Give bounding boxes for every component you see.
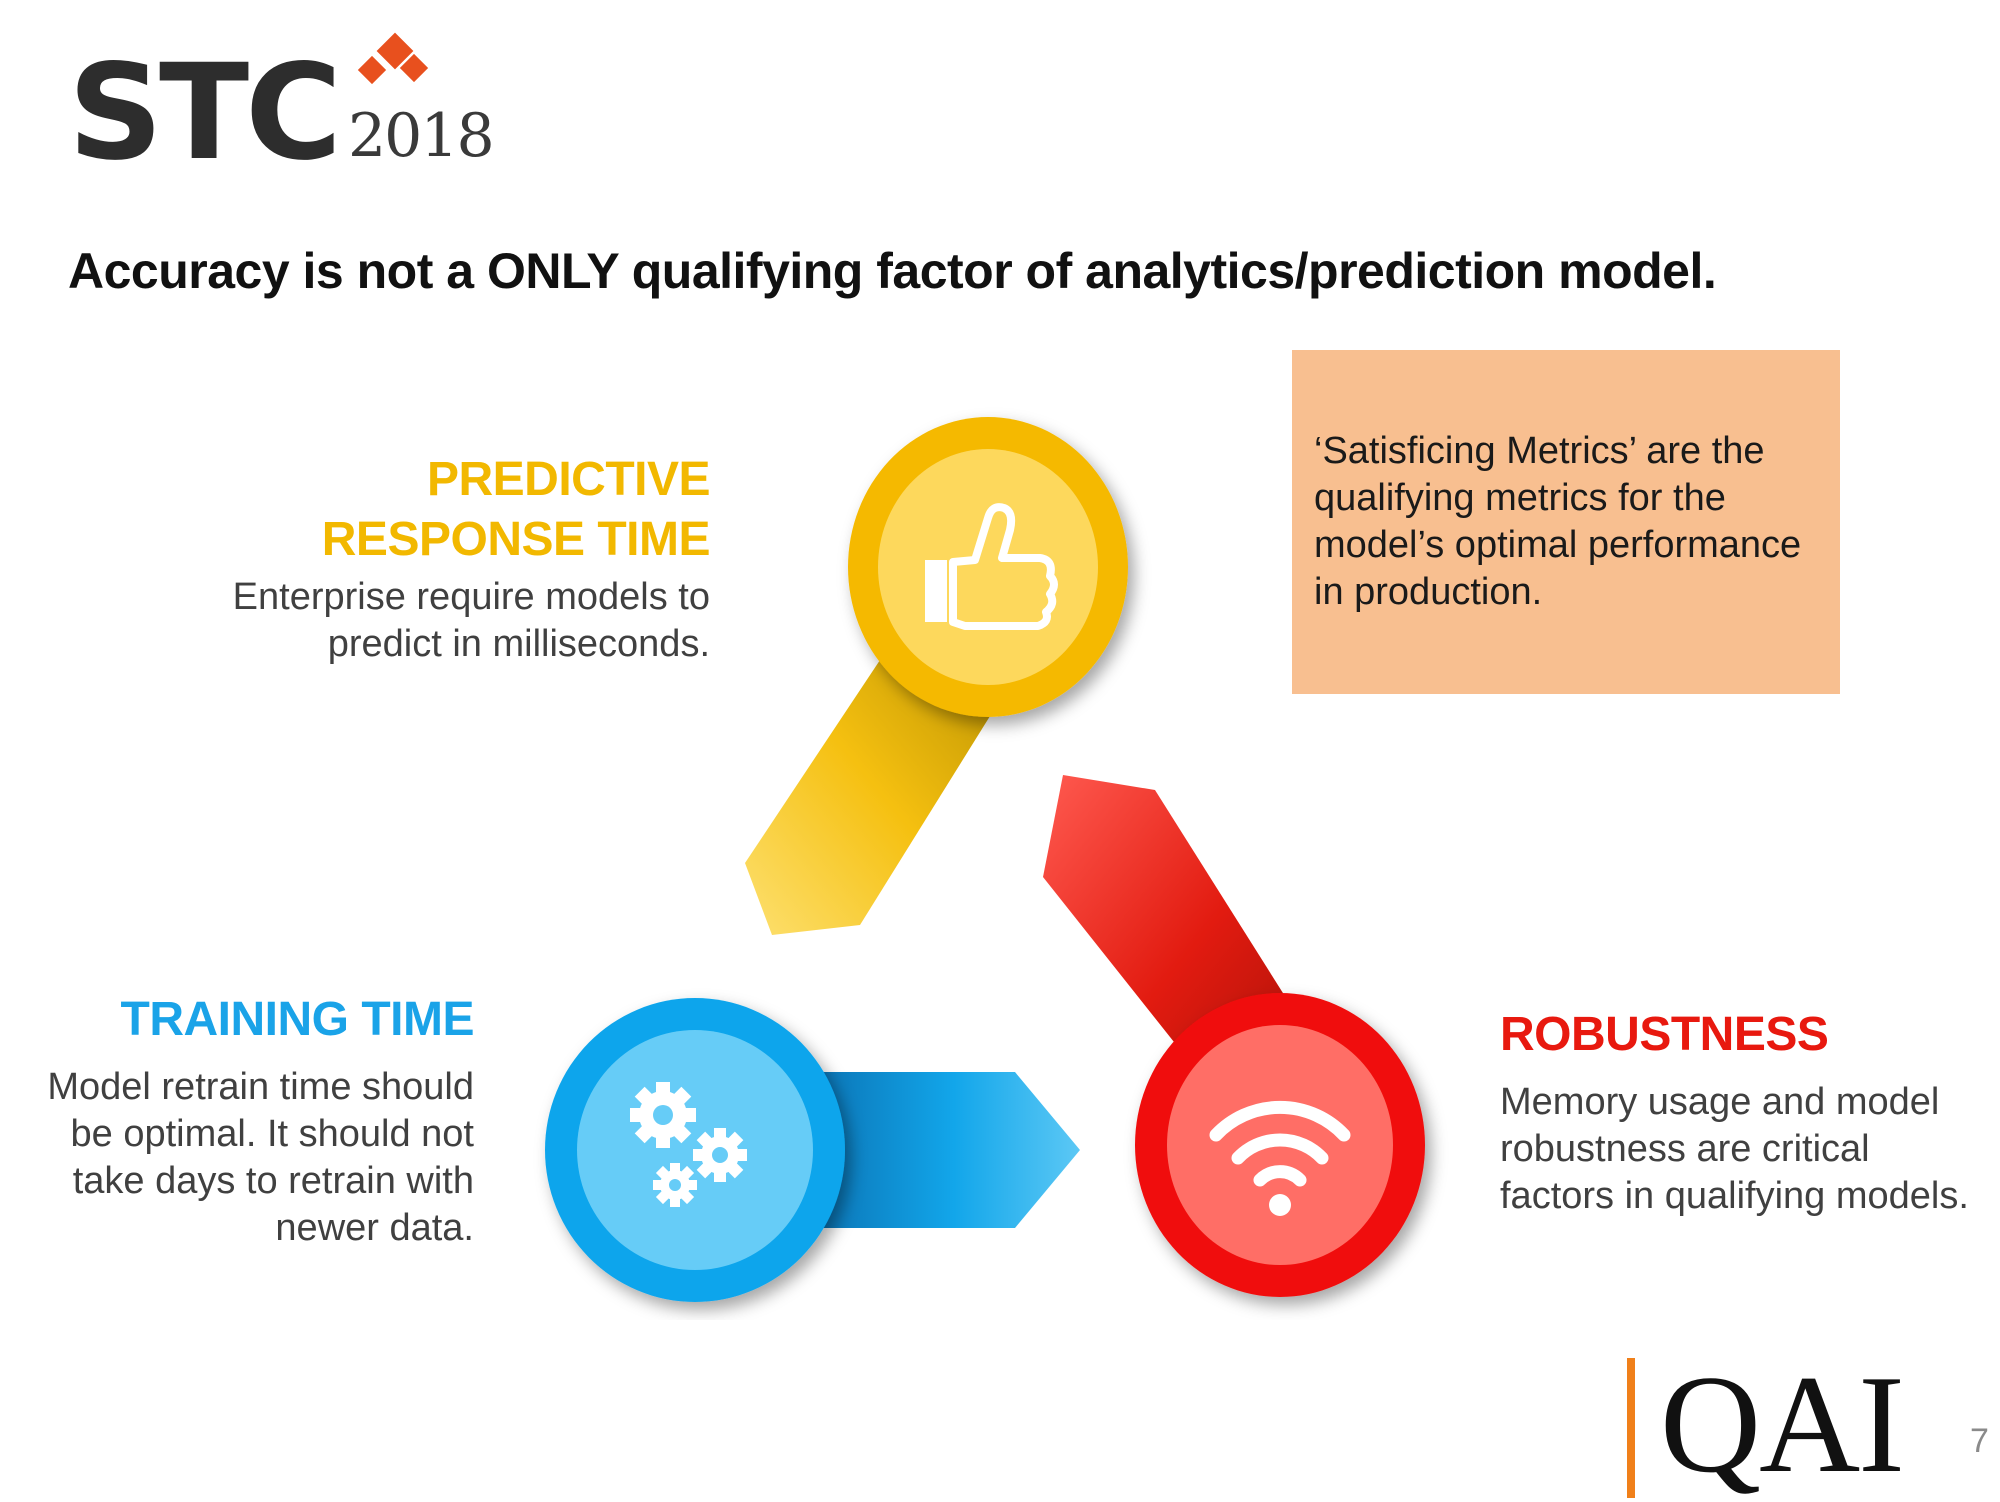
satisficing-metrics-note: ‘Satisficing Metrics’ are the qualifying… [1292,350,1840,694]
yellow-circle-node [848,417,1128,717]
robustness-description: Memory usage and model robustness are cr… [1500,1081,1969,1217]
predictive-response-time-block: PREDICTIVE RESPONSE TIME Enterprise requ… [200,450,711,668]
wifi-icon [1209,1100,1351,1216]
cycle-diagram [545,417,1425,1302]
logo-diamond-icon [357,32,429,85]
training-time-description: Model retrain time should be optimal. It… [47,1066,474,1249]
robustness-heading: ROBUSTNESS [1500,1008,1829,1061]
thumbs-up-icon [925,503,1058,630]
predictive-heading-line1: PREDICTIVE [426,453,711,506]
gears-icon [630,1082,747,1207]
logo-brand-text: STC [68,36,342,190]
predictive-response-time-description: Enterprise require models to predict in … [232,576,710,665]
training-time-heading: TRAINING TIME [120,993,475,1046]
robustness-block: ROBUSTNESS Memory usage and model robust… [1500,1005,1970,1220]
qai-logo: QAI [1660,1347,1905,1502]
predictive-response-time-heading: PREDICTIVE RESPONSE TIME [200,450,711,570]
slide-title: Accuracy is not a ONLY qualifying factor… [68,243,1717,299]
logo-year-text: 2018 [348,101,495,171]
training-time-block: TRAINING TIME Model retrain time should … [20,990,474,1252]
qai-accent-bar [1627,1358,1635,1498]
blue-arrow [800,1072,1080,1228]
stc-2018-logo: STC 2018 [68,32,528,179]
predictive-heading-line2: RESPONSE TIME [321,513,711,566]
page-number: 7 [1970,1422,1989,1460]
